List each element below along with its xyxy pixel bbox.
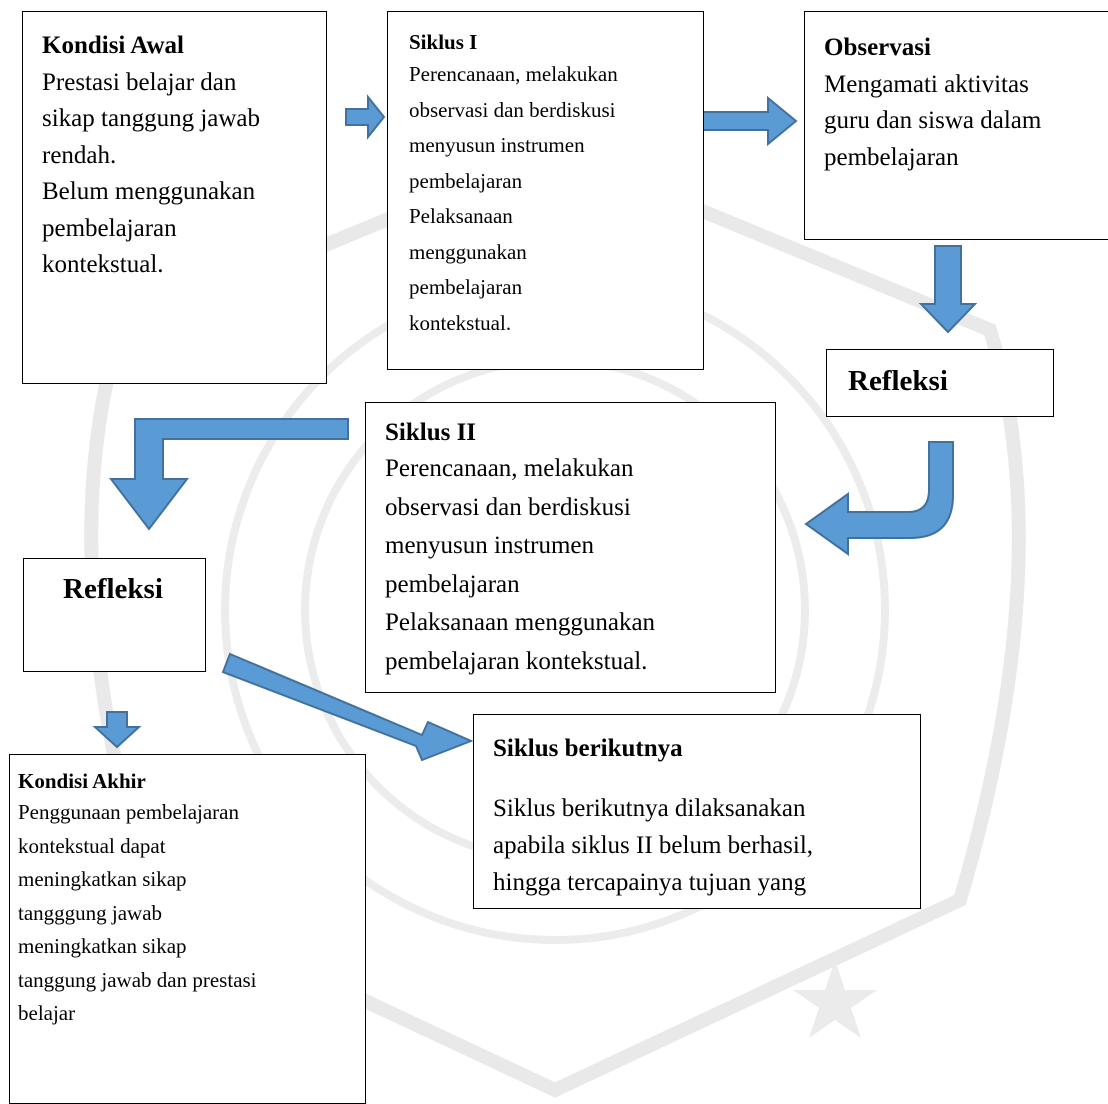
siklus-1-line: observasi dan berdiskusi — [409, 97, 616, 122]
kondisi-akhir-title: Kondisi Akhir — [18, 769, 146, 793]
kondisi-awal-line: sikap tanggung jawab — [42, 105, 261, 132]
siklus-2-title: Siklus II — [385, 419, 477, 446]
kondisi-akhir-line: Penggunaan pembelajaran — [18, 800, 239, 824]
kondisi-awal-line: Belum menggunakan — [42, 178, 256, 205]
siklus-2-line: observasi dan berdiskusi — [385, 493, 631, 521]
siklus-1-line: menggunakan — [409, 239, 527, 264]
kondisi-awal-line: Prestasi belajar dan — [42, 68, 237, 96]
siklus-1-box: Siklus I Perencanaan, melakukan observas… — [387, 11, 704, 370]
refleksi-1-title: Refleksi — [848, 365, 948, 397]
arrow-awal-to-siklus1 — [345, 94, 386, 140]
kondisi-akhir-line: kontekstual dapat — [18, 833, 166, 858]
arrow-siklus2-to-refleksi2 — [108, 418, 349, 531]
kondisi-akhir-line: tangggung jawab — [18, 900, 163, 925]
siklus-1-line: Perencanaan, melakukan — [409, 62, 618, 86]
siklus-2-line: pembelajaran kontekstual. — [385, 647, 648, 675]
siklus-1-title: Siklus I — [409, 30, 478, 54]
siklus-berikutnya-line: Siklus berikutnya dilaksanakan — [493, 795, 806, 822]
arrow-observasi-to-refleksi — [918, 245, 978, 334]
siklus-berikutnya-line: apabila siklus II belum berhasil, — [493, 832, 814, 859]
siklus-2-box: Siklus II Perencanaan, melakukan observa… — [365, 402, 776, 693]
kondisi-akhir-line: belajar — [18, 1001, 76, 1025]
kondisi-akhir-line: meningkatkan sikap — [18, 934, 187, 958]
siklus-1-line: kontekstual. — [409, 310, 512, 335]
arrow-siklus1-to-observasi — [698, 95, 798, 147]
refleksi-2-title: Refleksi — [63, 573, 163, 605]
arrow-refleksi2-to-akhir — [92, 711, 142, 749]
observasi-line: guru dan siswa dalam — [824, 107, 1042, 134]
observasi-box: Observasi Mengamati aktivitas guru dan s… — [804, 11, 1108, 240]
siklus-2-line: menyusun instrumen — [385, 532, 595, 559]
siklus-2-line: Pelaksanaan menggunakan — [385, 609, 656, 636]
observasi-line: Mengamati aktivitas — [824, 70, 1029, 98]
siklus-1-line: Pelaksanaan — [409, 204, 513, 228]
kondisi-akhir-line: tanggung jawab dan prestasi — [18, 967, 257, 992]
siklus-2-line: Perencanaan, melakukan — [385, 455, 634, 482]
siklus-2-line: pembelajaran — [385, 570, 520, 598]
kondisi-akhir-box: Kondisi Akhir Penggunaan pembelajaran ko… — [9, 754, 366, 1104]
siklus-berikutnya-title: Siklus berikutnya — [493, 735, 683, 762]
kondisi-awal-box: Kondisi Awal Prestasi belajar dan sikap … — [22, 11, 327, 384]
siklus-1-line: pembelajaran — [409, 168, 523, 193]
arrow-refleksi2-to-berikutnya — [221, 652, 474, 762]
observasi-line: pembelajaran — [824, 143, 959, 171]
observasi-title: Observasi — [824, 34, 931, 61]
kondisi-awal-line: kontekstual. — [42, 251, 164, 278]
kondisi-akhir-line: meningkatkan sikap — [18, 867, 187, 891]
siklus-1-line: pembelajaran — [409, 275, 523, 299]
kondisi-awal-line: pembelajaran — [42, 214, 177, 242]
siklus-1-line: menyusun instrumen — [409, 133, 585, 157]
kondisi-awal-line: rendah. — [42, 141, 117, 169]
refleksi-2-box: Refleksi — [23, 558, 206, 672]
arrow-refleksi-to-siklus2 — [804, 441, 954, 556]
siklus-berikutnya-box: Siklus berikutnya Siklus berikutnya dila… — [473, 714, 921, 909]
kondisi-awal-title: Kondisi Awal — [42, 32, 184, 59]
refleksi-1-box: Refleksi — [826, 349, 1054, 417]
siklus-berikutnya-line: hingga tercapainya tujuan yang — [493, 869, 807, 896]
